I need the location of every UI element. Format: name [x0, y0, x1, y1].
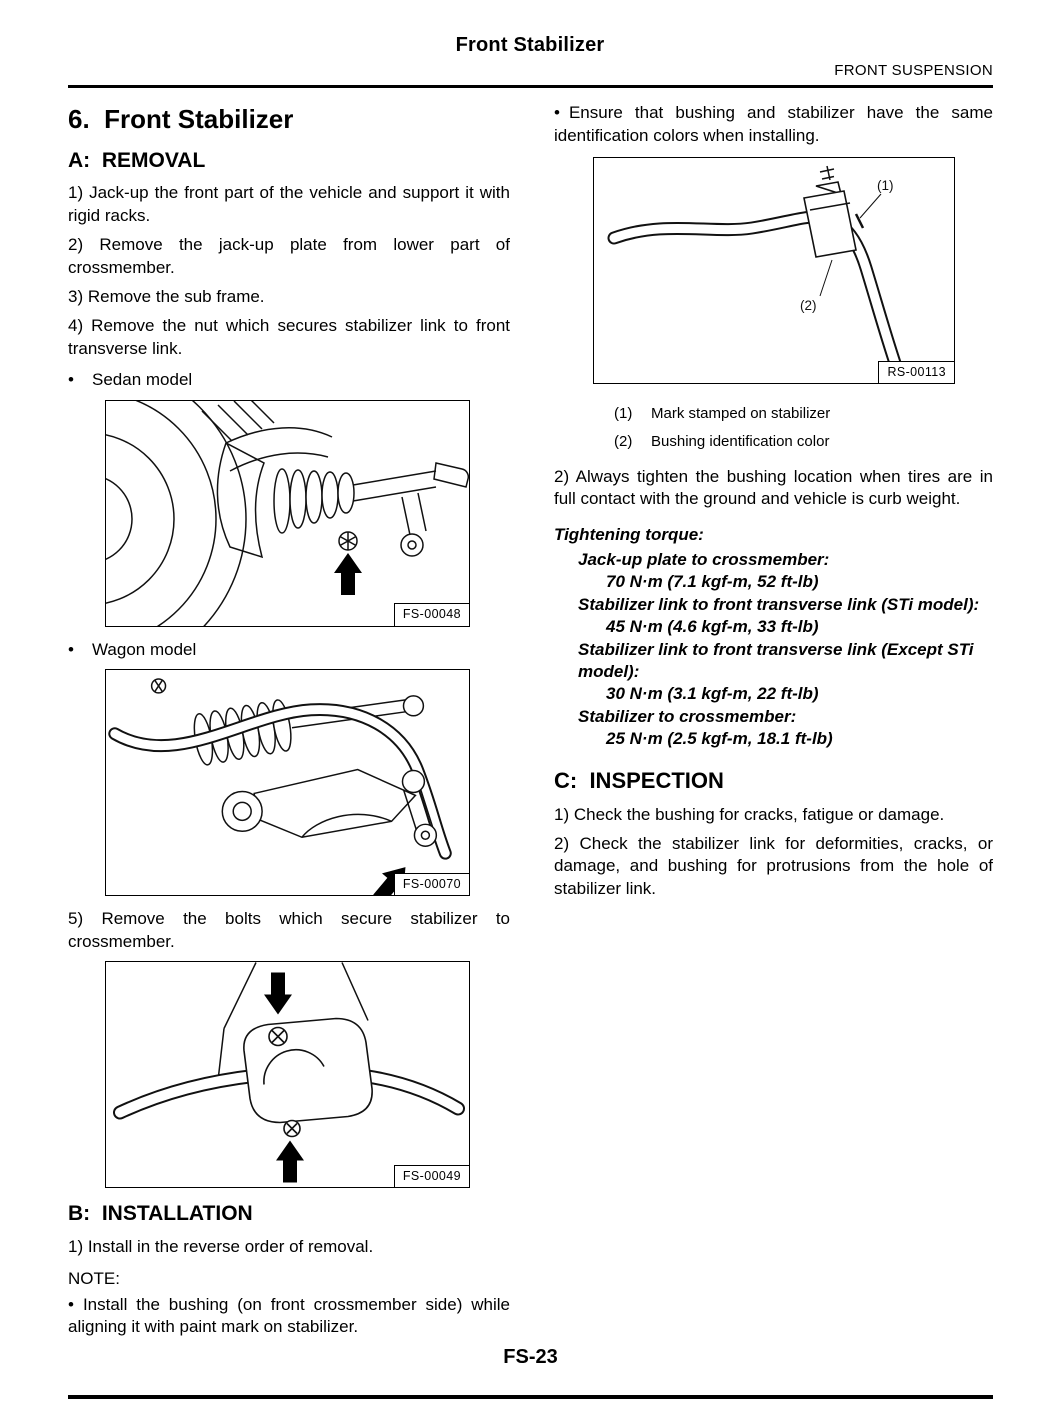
- figure-stabilizer-clamp: FS-00049: [105, 961, 470, 1189]
- figure-code: FS-00049: [393, 1164, 469, 1188]
- page-title: Front Stabilizer: [455, 34, 605, 56]
- page-header: Front Stabilizer FRONT SUSPENSION: [0, 0, 1060, 89]
- removal-heading: A: REMOVAL: [68, 148, 206, 172]
- inspection-step-2: 2) Check the stabilizer link for deformi…: [554, 833, 993, 898]
- torque-value-4: 25 N·m (2.5 kgf-m, 18.1 ft-lb): [606, 729, 833, 749]
- figure-wagon-removal: FS-00070: [105, 669, 470, 897]
- bullet-icon: •: [68, 370, 74, 390]
- torque-title: Tightening torque:: [554, 524, 704, 544]
- bullet-icon: •: [554, 103, 560, 123]
- chapter-label: FRONT SUSPENSION: [834, 62, 993, 80]
- footer-rule: [68, 1395, 993, 1399]
- note-item-text: Install the bushing (on front crossmembe…: [68, 1294, 510, 1337]
- note-item: •Install the bushing (on front crossmemb…: [68, 1294, 510, 1339]
- removal-step-2: 2) Remove the jack-up plate from lower p…: [68, 235, 510, 277]
- removal-step-1: 1) Jack-up the front part of the vehicle…: [68, 183, 510, 225]
- legend-text-2: Bushing identification color: [651, 432, 830, 450]
- tightening-torque-block: Tightening torque: Jack-up plate to cros…: [554, 524, 993, 751]
- callout-2-leader: [819, 259, 833, 297]
- sedan-model-item: • Sedan model: [68, 369, 510, 391]
- installation-step-1: 1) Install in the reverse order of remov…: [68, 1236, 374, 1256]
- torque-label-3: Stabilizer link to front transverse link…: [578, 640, 974, 682]
- torque-value-2: 45 N·m (4.6 kgf-m, 33 ft-lb): [606, 616, 819, 636]
- figure-sedan-removal: FS-00048: [105, 399, 470, 627]
- page-footer: FS-23: [68, 1344, 993, 1399]
- bullet-icon: •: [68, 639, 74, 659]
- removal-arrow-icon: [334, 552, 362, 595]
- legend-key-2: (2): [614, 432, 633, 450]
- content-columns: 6. Front Stabilizer A: REMOVAL 1) Jack-u…: [68, 102, 993, 1345]
- left-column: 6. Front Stabilizer A: REMOVAL 1) Jack-u…: [68, 102, 510, 1345]
- figure-bushing-identification: (1) (2) RS-00113: [593, 157, 955, 385]
- callout-1-label: (1): [877, 178, 894, 193]
- bolt-arrow-up-icon: [276, 1140, 304, 1183]
- figure-code: FS-00070: [393, 872, 469, 896]
- installation-step-2: 2) Always tighten the bushing location w…: [554, 466, 993, 509]
- section-heading: 6. Front Stabilizer: [68, 104, 294, 135]
- note-label: NOTE:: [68, 1269, 120, 1289]
- bullet-icon: •: [68, 1294, 74, 1314]
- legend-row-1: (1) Mark stamped on stabilizer: [614, 404, 993, 424]
- callout-2-label: (2): [800, 298, 817, 313]
- figure-legend: (1) Mark stamped on stabilizer (2) Bushi…: [614, 404, 993, 452]
- inspection-step-1: 1) Check the bushing for cracks, fatigue…: [554, 804, 945, 824]
- removal-step-5: 5) Remove the bolts which secure stabili…: [68, 909, 510, 951]
- wagon-model-label: Wagon model: [92, 639, 197, 659]
- inspection-heading: C: INSPECTION: [554, 768, 724, 794]
- ensure-item-text: Ensure that bushing and stabilizer have …: [554, 103, 993, 145]
- wagon-suspension-illustration: [108, 678, 452, 896]
- right-column: •Ensure that bushing and stabilizer have…: [554, 102, 993, 1345]
- removal-step-3: 3) Remove the sub frame.: [68, 286, 265, 306]
- bolt-arrow-down-icon: [264, 972, 292, 1015]
- torque-label-4: Stabilizer to crossmember:: [578, 707, 797, 727]
- wagon-model-item: • Wagon model: [68, 639, 510, 661]
- stabilizer-bushing-illustration: (1) (2): [607, 165, 905, 379]
- figure-code: RS-00113: [878, 360, 954, 384]
- installation-heading: B: INSTALLATION: [68, 1202, 253, 1226]
- ensure-item: •Ensure that bushing and stabilizer have…: [554, 102, 993, 147]
- legend-text-1: Mark stamped on stabilizer: [651, 405, 831, 423]
- callout-1-leader: [859, 193, 882, 219]
- page-number: FS-23: [503, 1345, 558, 1368]
- removal-step-4: 4) Remove the nut which secures stabiliz…: [68, 316, 510, 358]
- stabilizer-clamp-illustration: [113, 962, 465, 1183]
- sedan-suspension-illustration: [106, 400, 469, 626]
- header-rule: [68, 85, 993, 89]
- torque-label-2: Stabilizer link to front transverse link…: [578, 594, 980, 614]
- figure-code: FS-00048: [393, 603, 469, 626]
- legend-row-2: (2) Bushing identification color: [614, 432, 993, 452]
- torque-value-1: 70 N·m (7.1 kgf-m, 52 ft-lb): [606, 571, 819, 591]
- torque-value-3: 30 N·m (3.1 kgf-m, 22 ft-lb): [606, 684, 819, 704]
- legend-key-1: (1): [614, 405, 633, 423]
- torque-label-1: Jack-up plate to crossmember:: [578, 549, 830, 569]
- sedan-model-label: Sedan model: [92, 370, 193, 390]
